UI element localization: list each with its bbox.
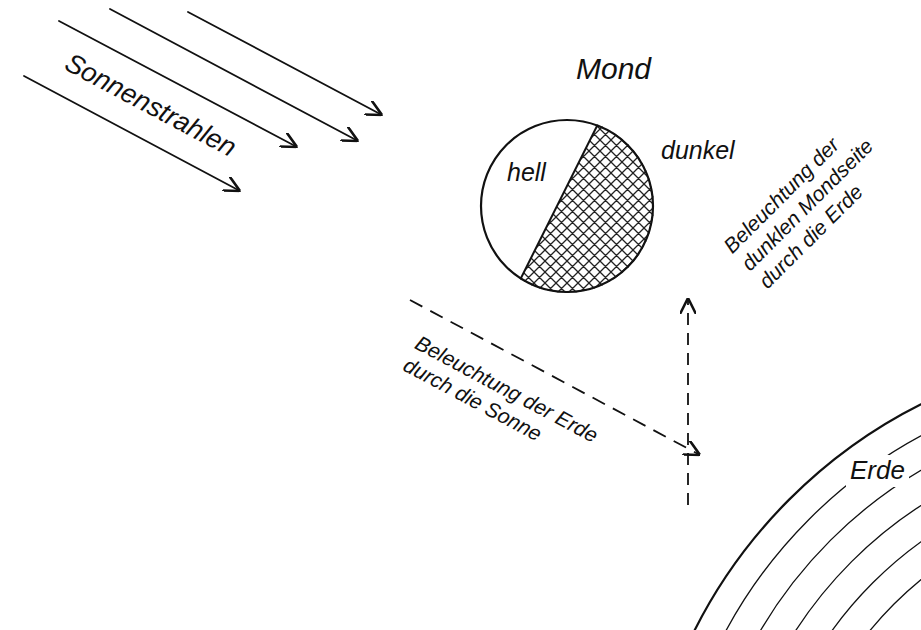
earth-hatch-arc — [698, 408, 921, 630]
earth-label: Erde — [846, 455, 909, 487]
connector-label: Beleuchtung der dunklen Mondseite durch … — [718, 106, 906, 294]
bright-side-label: hell — [507, 158, 546, 187]
earth-outline — [640, 350, 921, 630]
sun-ray-arrow — [188, 12, 382, 115]
earth-hatch-arc — [728, 438, 921, 630]
earth-hatch-arc — [758, 468, 921, 630]
dark-side-label: dunkel — [661, 136, 735, 165]
earth-hatch-arc — [668, 378, 921, 630]
moon-heading: Mond — [576, 52, 651, 87]
earth-hatch-arc — [788, 498, 921, 630]
connector-arrow — [687, 298, 689, 505]
node-outline — [640, 350, 921, 630]
moon-outline — [481, 120, 653, 292]
terminator-line — [500, 118, 610, 294]
sunlight-label: Beleuchtung der Erde durch die Sonne — [399, 330, 621, 480]
dark-side-hatching — [500, 118, 655, 294]
moon-node: Mondhelldunkel — [479, 118, 655, 294]
earth-node: Erde — [640, 350, 921, 630]
sun-rays — [24, 9, 382, 191]
node-outline — [479, 118, 655, 294]
